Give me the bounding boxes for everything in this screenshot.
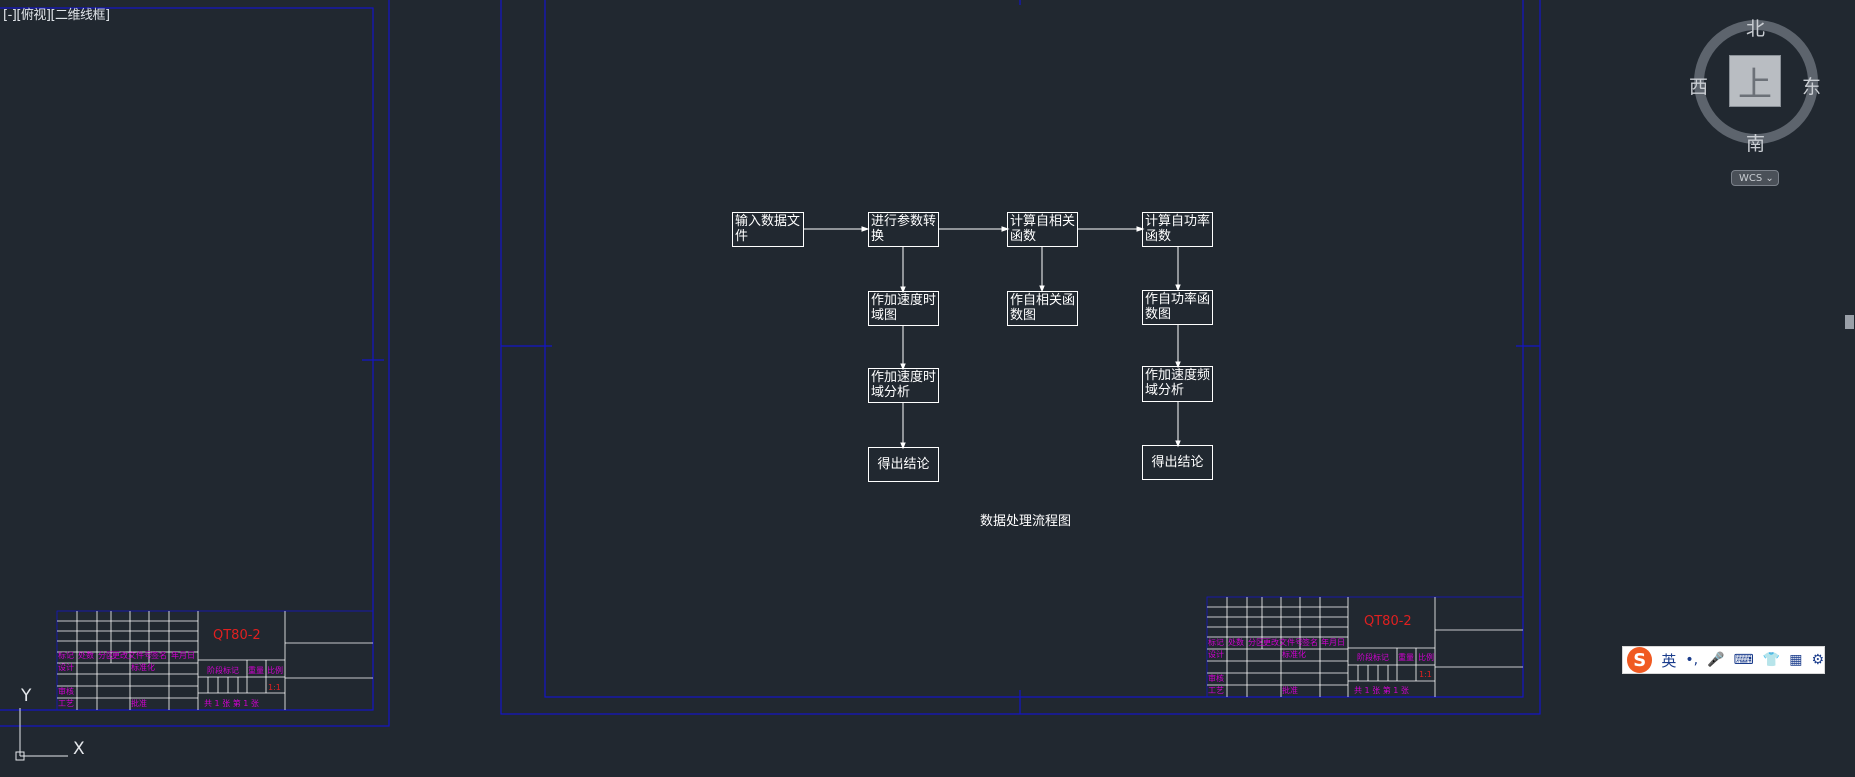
left-sheet-inner-border [0,7,374,711]
svg-text:处数: 处数 [78,650,94,660]
flow-node-acc-time-plot[interactable]: 作加速度时 域图 [868,291,939,326]
svg-text:分区: 分区 [1248,638,1264,647]
left-sheet-outer-border [0,0,390,727]
flow-node-autocorr[interactable]: 计算自相关 函数 [1007,212,1078,247]
ime-toolbar[interactable]: S 英 •, 🎤 ⌨ 👕 ▦ ⚙ [1622,646,1825,674]
svg-text:比例: 比例 [1418,652,1434,662]
flow-node-conclusion-right[interactable]: 得出结论 [1142,445,1213,480]
svg-text:标准化: 标准化 [1282,649,1306,659]
svg-text:处数: 处数 [1228,637,1244,647]
svg-text:标准化: 标准化 [131,662,155,672]
title-block-main [1206,596,1524,698]
svg-text:年月日: 年月日 [1321,637,1345,647]
svg-text:更改文件号: 更改文件号 [112,650,152,660]
svg-text:设计: 设计 [58,662,74,672]
skin-icon[interactable]: 👕 [1762,652,1781,668]
svg-text:分区: 分区 [98,651,114,660]
svg-text:重量: 重量 [248,665,264,675]
compass-west[interactable]: 西 [1689,76,1709,98]
svg-text:阶段标记: 阶段标记 [1357,652,1389,662]
compass-south[interactable]: 南 [1746,133,1766,155]
keyboard-icon[interactable]: ⌨ [1733,652,1754,668]
svg-text:更改文件号: 更改文件号 [1263,637,1303,647]
vertical-scrollbar-thumb[interactable] [1845,315,1854,329]
flow-node-autopower-plot[interactable]: 作自功率函 数图 [1142,290,1213,325]
svg-text:共 1 张 第 1 张: 共 1 张 第 1 张 [204,698,259,708]
tb-left-drawing-no: QT80-2 [213,628,261,643]
svg-text:比例: 比例 [267,665,283,675]
svg-text:共 1 张 第 1 张: 共 1 张 第 1 张 [1354,685,1409,695]
svg-text:年月日: 年月日 [171,650,195,660]
svg-text:标记: 标记 [58,650,74,660]
svg-text:标记: 标记 [1208,637,1224,647]
svg-text:工艺: 工艺 [1208,686,1224,695]
ucs-x-label: X [73,739,85,759]
svg-text:1:1: 1:1 [1419,670,1432,679]
flow-node-acc-time-analysis[interactable]: 作加速度时 域分析 [868,368,939,403]
ucs-icon [15,708,68,761]
navcube-compass-ring[interactable] [1694,20,1818,144]
svg-text:批准: 批准 [1282,685,1298,695]
main-sheet-outer-border [500,0,1541,715]
ime-mode-toggle[interactable]: 英 [1661,651,1677,670]
sogou-logo-icon[interactable]: S [1627,647,1653,673]
navcube-top-face[interactable]: 上 [1729,55,1781,107]
flow-node-acc-freq-analysis[interactable]: 作加速度频 域分析 [1142,366,1213,402]
ucs-y-label: Y [21,686,32,706]
svg-text:1:1: 1:1 [268,683,281,692]
flow-node-input[interactable]: 输入数据文 件 [732,212,804,247]
flowchart-caption[interactable]: 数据处理流程图 [980,514,1072,529]
punctuation-icon[interactable]: •, [1685,652,1699,668]
wcs-dropdown[interactable]: WCS ⌄ [1731,170,1779,186]
flow-node-autopower[interactable]: 计算自功率 函数 [1142,212,1213,247]
apps-icon[interactable]: ▦ [1789,652,1803,668]
microphone-icon[interactable]: 🎤 [1707,652,1725,668]
viewport-controls-label[interactable]: [-][俯视][二维线框] [3,8,110,23]
svg-text:审核: 审核 [58,686,74,696]
flow-node-autocorr-plot[interactable]: 作自相关函 数图 [1007,291,1078,326]
svg-text:设计: 设计 [1208,649,1224,659]
svg-text:阶段标记: 阶段标记 [207,665,239,675]
svg-text:批准: 批准 [131,698,147,708]
compass-north[interactable]: 北 [1746,18,1766,40]
flow-node-convert[interactable]: 进行参数转 换 [868,212,939,247]
svg-text:审核: 审核 [1208,673,1224,683]
flowchart-connectors [803,226,1181,450]
title-block-left [56,610,374,711]
tb-main-drawing-no: QT80-2 [1364,614,1412,629]
svg-text:工艺: 工艺 [58,699,74,708]
svg-text:签名: 签名 [151,650,167,660]
svg-text:签名: 签名 [1302,637,1318,647]
flow-node-conclusion-left[interactable]: 得出结论 [868,447,939,482]
main-sheet-inner-border [544,0,1524,698]
settings-icon[interactable]: ⚙ [1811,652,1824,668]
svg-text:重量: 重量 [1398,652,1414,662]
compass-east[interactable]: 东 [1802,76,1822,98]
